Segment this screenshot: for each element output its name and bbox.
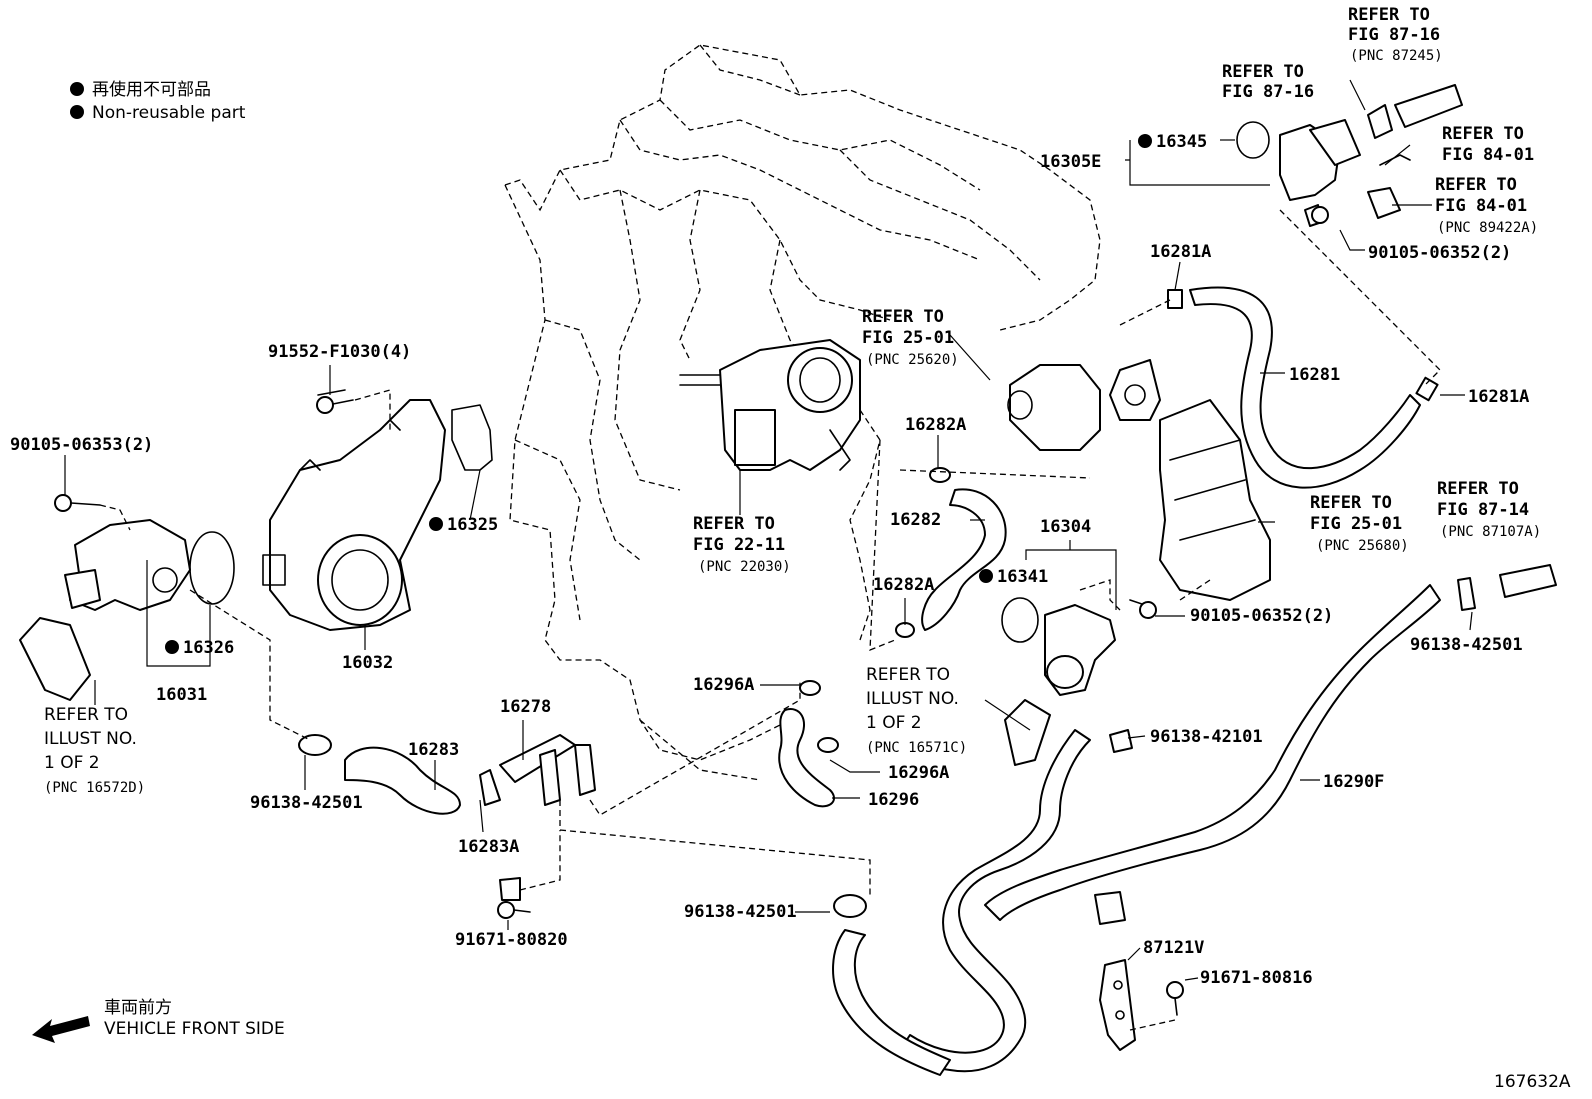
hose-16281-drawing — [1167, 286, 1439, 489]
part-96138-42501-left: 96138-42501 — [250, 793, 363, 813]
ref-fig-22-11-pnc-22030: REFER TO FIG 22-11 (PNC 22030) — [693, 514, 791, 575]
part-16283: 16283 — [408, 740, 459, 760]
svg-text:ILLUST NO.: ILLUST NO. — [866, 689, 959, 709]
svg-text:REFER TO: REFER TO — [693, 514, 775, 534]
part-96138-42501-bottom: 96138-42501 — [684, 902, 797, 922]
part-16281A-right: 16281A — [1468, 387, 1529, 407]
part-16032: 16032 — [342, 653, 393, 673]
ref-fig-87-14-pnc-87107a: REFER TO FIG 87-14 (PNC 87107A) — [1437, 479, 1541, 540]
thermostat-housing-drawing — [262, 389, 493, 631]
part-16325: 16325 — [447, 515, 498, 535]
part-16296: 16296 — [868, 790, 919, 810]
ref-fig-25-01-pnc-25680: REFER TO FIG 25-01 (PNC 25680) — [1310, 493, 1409, 554]
part-91552-F1030: 91552-F1030(4) — [268, 342, 411, 362]
part-90105-06352-top: 90105-06352(2) — [1368, 243, 1511, 263]
leader-lines — [64, 79, 1473, 981]
svg-text:FIG 84-01: FIG 84-01 — [1442, 145, 1534, 165]
front-arrow-icon — [32, 1016, 90, 1043]
part-90105-06352-mid: 90105-06352(2) — [1190, 606, 1333, 626]
svg-text:REFER TO: REFER TO — [862, 307, 944, 327]
part-16282: 16282 — [890, 510, 941, 530]
svg-text:(PNC 87107A): (PNC 87107A) — [1440, 524, 1541, 540]
part-91671-80816: 91671-80816 — [1200, 968, 1313, 988]
ref-fig-25-01-pnc-25620: REFER TO FIG 25-01 (PNC 25620) — [862, 307, 959, 368]
part-90105-06353: 90105-06353(2) — [10, 435, 153, 455]
egr-assembly-drawing — [1007, 359, 1271, 601]
svg-text:(PNC 25620): (PNC 25620) — [866, 352, 959, 368]
part-96138-42501-right: 96138-42501 — [1410, 635, 1523, 655]
svg-text:FIG 84-01: FIG 84-01 — [1435, 196, 1527, 216]
legend-jp-label: 再使用不可部品 — [92, 79, 211, 100]
part-16341: 16341 — [997, 567, 1048, 587]
svg-text:FIG 87-16: FIG 87-16 — [1222, 82, 1314, 102]
part-16282A-top: 16282A — [905, 415, 966, 435]
svg-text:REFER TO: REFER TO — [1437, 479, 1519, 499]
svg-text:(PNC 22030): (PNC 22030) — [698, 559, 791, 575]
part-16031: 16031 — [156, 685, 207, 705]
legend: 再使用不可部品 Non-reusable part — [70, 79, 246, 123]
svg-text:FIG 87-16: FIG 87-16 — [1348, 25, 1440, 45]
dashed-connectors — [99, 209, 1441, 1031]
direction-en-label: VEHICLE FRONT SIDE — [104, 1019, 285, 1039]
svg-text:(PNC 16571C): (PNC 16571C) — [866, 740, 967, 756]
part-16281: 16281 — [1289, 365, 1340, 385]
ref-illust-1-of-2-pnc-16571c: REFER TO ILLUST NO. 1 OF 2 (PNC 16571C) — [866, 665, 967, 756]
hoses-lower-left — [298, 734, 596, 901]
svg-text:1 OF 2: 1 OF 2 — [866, 713, 922, 733]
water-inlet-16304-drawing — [1001, 597, 1157, 696]
legend-en-label: Non-reusable part — [92, 103, 246, 123]
part-16304: 16304 — [1040, 517, 1091, 537]
part-callouts: 16345 16305E 90105-06352(2) 16281A 16281… — [10, 132, 1529, 988]
svg-text:REFER TO: REFER TO — [1348, 5, 1430, 25]
o-ring-16326 — [189, 531, 235, 605]
svg-text:(PNC 89422A): (PNC 89422A) — [1437, 220, 1538, 236]
water-outlet-16305E-drawing — [1236, 84, 1463, 227]
svg-text:REFER TO: REFER TO — [1310, 493, 1392, 513]
ref-fig-87-16-pnc-87245: REFER TO FIG 87-16 (PNC 87245) — [1348, 5, 1443, 64]
part-16281A-top: 16281A — [1150, 242, 1211, 262]
refer-notes: REFER TO FIG 87-16 (PNC 87245) REFER TO … — [44, 5, 1541, 796]
part-16296A-bottom: 16296A — [888, 763, 949, 783]
svg-text:FIG 25-01: FIG 25-01 — [1310, 514, 1402, 534]
svg-text:(PNC 87245): (PNC 87245) — [1350, 48, 1443, 64]
part-96138-42101: 96138-42101 — [1150, 727, 1263, 747]
hose-16290F-drawing — [832, 564, 1557, 1076]
ref-illust-1-of-2-pnc-16572d: REFER TO ILLUST NO. 1 OF 2 (PNC 16572D) — [44, 705, 145, 796]
part-16278: 16278 — [500, 697, 551, 717]
svg-text:REFER TO: REFER TO — [1442, 124, 1524, 144]
vehicle-front-indicator: 車両前方 VEHICLE FRONT SIDE — [32, 998, 285, 1043]
water-inlet-drawing — [19, 519, 235, 701]
part-16345: 16345 — [1156, 132, 1207, 152]
ref-fig-84-01-pnc-89422a: REFER TO FIG 84-01 (PNC 89422A) — [1435, 175, 1538, 236]
svg-text:1 OF 2: 1 OF 2 — [44, 753, 100, 773]
svg-text:FIG 87-14: FIG 87-14 — [1437, 500, 1529, 520]
figure-id: 167632A — [1494, 1072, 1571, 1092]
ref-fig-87-16: REFER TO FIG 87-16 — [1222, 62, 1314, 102]
part-16283A: 16283A — [458, 837, 519, 857]
part-16290F: 16290F — [1323, 772, 1384, 792]
part-91671-80820: 91671-80820 — [455, 930, 568, 950]
svg-text:REFER TO: REFER TO — [44, 705, 128, 725]
bracket-87121V-drawing — [1099, 959, 1184, 1051]
part-16326: 16326 — [183, 638, 234, 658]
throttle-body-drawing — [679, 339, 861, 471]
svg-text:REFER TO: REFER TO — [1435, 175, 1517, 195]
bolts — [54, 206, 1329, 919]
svg-text:REFER TO: REFER TO — [1222, 62, 1304, 82]
gasket-16325 — [451, 404, 493, 471]
svg-text:FIG 25-01: FIG 25-01 — [862, 328, 954, 348]
svg-text:ILLUST NO.: ILLUST NO. — [44, 729, 137, 749]
svg-text:(PNC 16572D): (PNC 16572D) — [44, 780, 145, 796]
part-16296A-top: 16296A — [693, 675, 754, 695]
svg-text:FIG 22-11: FIG 22-11 — [693, 535, 785, 555]
part-87121V: 87121V — [1143, 938, 1204, 958]
ref-fig-84-01: REFER TO FIG 84-01 — [1442, 124, 1534, 165]
part-16282A-bottom: 16282A — [873, 575, 934, 595]
direction-jp-label: 車両前方 — [104, 998, 172, 1018]
svg-text:(PNC 25680): (PNC 25680) — [1316, 538, 1409, 554]
part-16305E: 16305E — [1040, 152, 1101, 172]
svg-text:REFER TO: REFER TO — [866, 665, 950, 685]
